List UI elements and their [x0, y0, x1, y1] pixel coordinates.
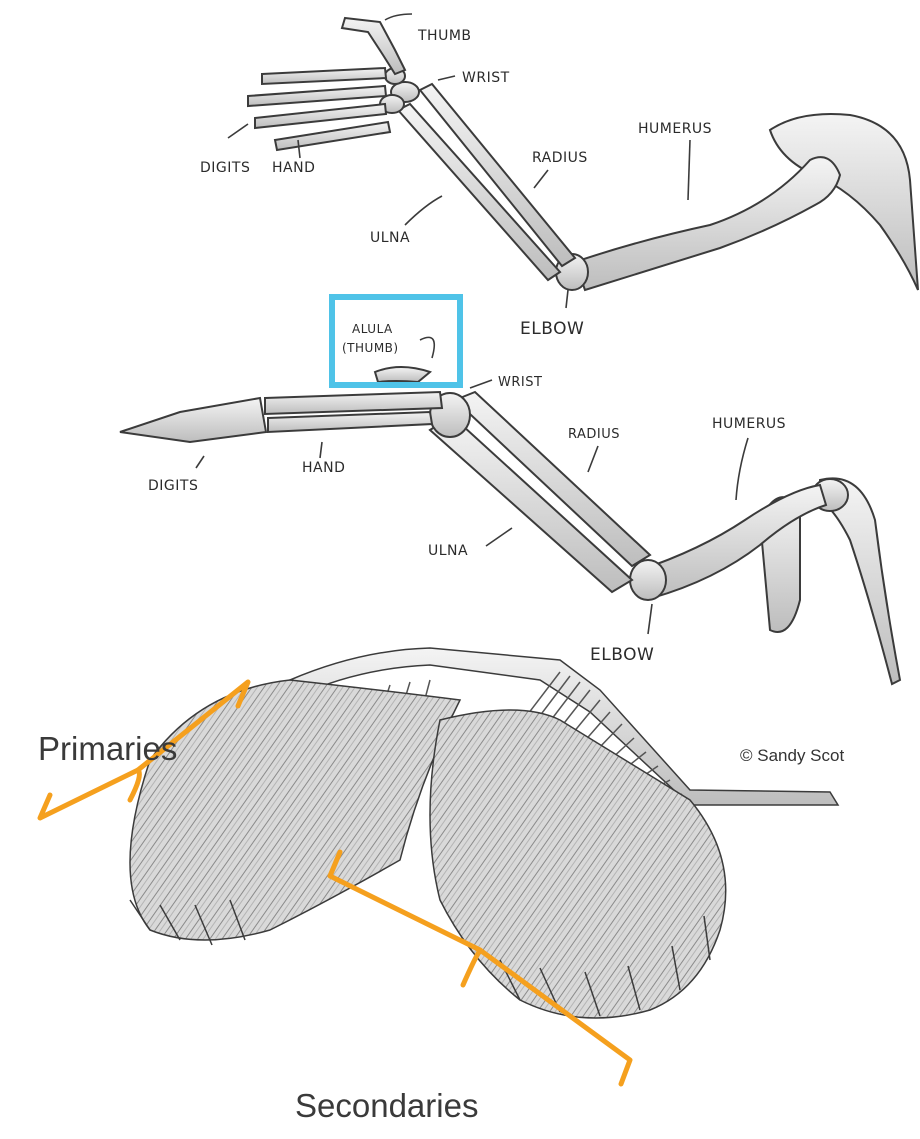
wing-label-alula-thumb: (THUMB): [342, 341, 399, 355]
wing-label-alula: ALULA: [352, 322, 393, 336]
primaries-label: Primaries: [38, 730, 177, 768]
primary-feathers: [130, 680, 460, 940]
bird-wing-skeleton: [120, 367, 900, 684]
arm-label-elbow: ELBOW: [520, 319, 584, 339]
copyright-credit: © Sandy Scot: [740, 746, 844, 766]
bird-digits: [120, 398, 266, 442]
wing-label-elbow: ELBOW: [590, 645, 654, 665]
bird-elbow: [630, 560, 666, 600]
arm-label-humerus: HUMERUS: [638, 121, 712, 137]
secondary-feathers: [430, 710, 726, 1018]
radius-bone: [420, 84, 575, 266]
arm-label-radius: RADIUS: [532, 150, 588, 166]
secondaries-label: Secondaries: [295, 1087, 478, 1125]
arm-label-wrist: WRIST: [462, 70, 510, 86]
alula-bone: [375, 367, 430, 382]
arm-label-digits: DIGITS: [200, 160, 250, 176]
bird-hand: [265, 392, 442, 414]
wing-labels: ALULA (THUMB) WRIST RADIUS HUMERUS DIGIT…: [148, 322, 786, 665]
wing-label-digits: DIGITS: [148, 478, 198, 494]
wing-label-hand: HAND: [302, 460, 345, 476]
bird-ulna: [430, 416, 632, 592]
arm-label-hand: HAND: [272, 160, 315, 176]
arm-label-thumb: THUMB: [417, 28, 472, 44]
wing-label-humerus: HUMERUS: [712, 416, 786, 432]
arm-label-ulna: ULNA: [370, 230, 410, 246]
humerus-bone: [575, 157, 840, 290]
feathered-wing: [130, 648, 838, 1018]
wing-label-wrist: WRIST: [498, 375, 542, 390]
wing-label-radius: RADIUS: [568, 427, 620, 442]
thumb-bone: [342, 18, 405, 74]
ulna-bone: [398, 104, 560, 280]
wing-label-ulna: ULNA: [428, 543, 468, 559]
